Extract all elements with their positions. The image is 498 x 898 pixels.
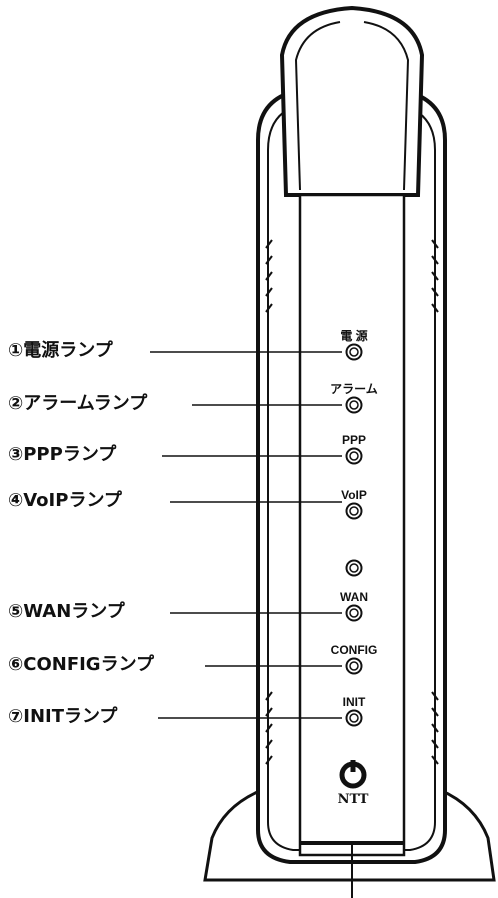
vent-slot bbox=[431, 707, 439, 717]
vent-slot bbox=[431, 239, 439, 249]
led-lamp bbox=[345, 657, 363, 675]
led-lamp-inner bbox=[349, 713, 359, 723]
led-lamp bbox=[345, 502, 363, 520]
led-lamp bbox=[345, 343, 363, 361]
vent-slot bbox=[265, 239, 273, 249]
vent-slot bbox=[431, 303, 439, 313]
vent-slot bbox=[265, 303, 273, 313]
front-panel bbox=[298, 193, 406, 857]
led-label: 電 源 bbox=[340, 328, 367, 343]
led-label: PPP bbox=[342, 433, 366, 447]
led-label: INIT bbox=[343, 695, 366, 709]
led-lamp-inner bbox=[349, 451, 359, 461]
vent-slot bbox=[265, 271, 273, 281]
led-lamp-inner bbox=[349, 661, 359, 671]
callout-label: ⑤WANランプ bbox=[8, 601, 125, 622]
led-lamp bbox=[345, 604, 363, 622]
device-head bbox=[279, 5, 425, 197]
vent-slot bbox=[265, 691, 273, 701]
vent-slot bbox=[265, 287, 273, 297]
callout-label: ④VoIPランプ bbox=[8, 490, 122, 511]
led-lamp bbox=[345, 396, 363, 414]
callout-label: ③PPPランプ bbox=[8, 444, 117, 465]
led-lamp-inner bbox=[349, 506, 359, 516]
led-lamp-inner bbox=[349, 608, 359, 618]
vent-slot bbox=[431, 255, 439, 265]
callout-label: ⑥CONFIGランプ bbox=[8, 654, 155, 675]
led-lamp bbox=[345, 447, 363, 465]
led-lamp bbox=[345, 559, 363, 577]
vent-slot bbox=[431, 287, 439, 297]
callout-label: ⑦INITランプ bbox=[8, 706, 118, 727]
vent-slot bbox=[265, 739, 273, 749]
vent-slot bbox=[431, 691, 439, 701]
vent-slot bbox=[265, 255, 273, 265]
vent-slot bbox=[431, 723, 439, 733]
callout-label: ②アラームランプ bbox=[8, 393, 148, 414]
led-lamp-inner bbox=[349, 400, 359, 410]
vent-slot bbox=[265, 723, 273, 733]
callout-leaders bbox=[150, 351, 342, 719]
device-head-groove-left bbox=[294, 21, 341, 191]
led-lamp-inner bbox=[349, 563, 359, 573]
led-label: VoIP bbox=[341, 488, 367, 502]
callout-label: ①電源ランプ bbox=[8, 340, 113, 361]
device-head-groove-right bbox=[363, 21, 410, 191]
vent-slot bbox=[265, 707, 273, 717]
led-label: アラーム bbox=[330, 382, 378, 396]
vent-slot bbox=[431, 271, 439, 281]
vent-slot bbox=[431, 755, 439, 765]
ntt-logo: NTT bbox=[338, 792, 369, 807]
vents-left bbox=[265, 239, 273, 765]
vent-slot bbox=[265, 755, 273, 765]
power-button[interactable] bbox=[339, 760, 367, 789]
led-label: WAN bbox=[340, 590, 368, 604]
led-label: CONFIG bbox=[331, 643, 378, 657]
vent-slot bbox=[431, 739, 439, 749]
led-lamp-inner bbox=[349, 347, 359, 357]
vents-right bbox=[431, 239, 439, 765]
led-lamp bbox=[345, 709, 363, 727]
